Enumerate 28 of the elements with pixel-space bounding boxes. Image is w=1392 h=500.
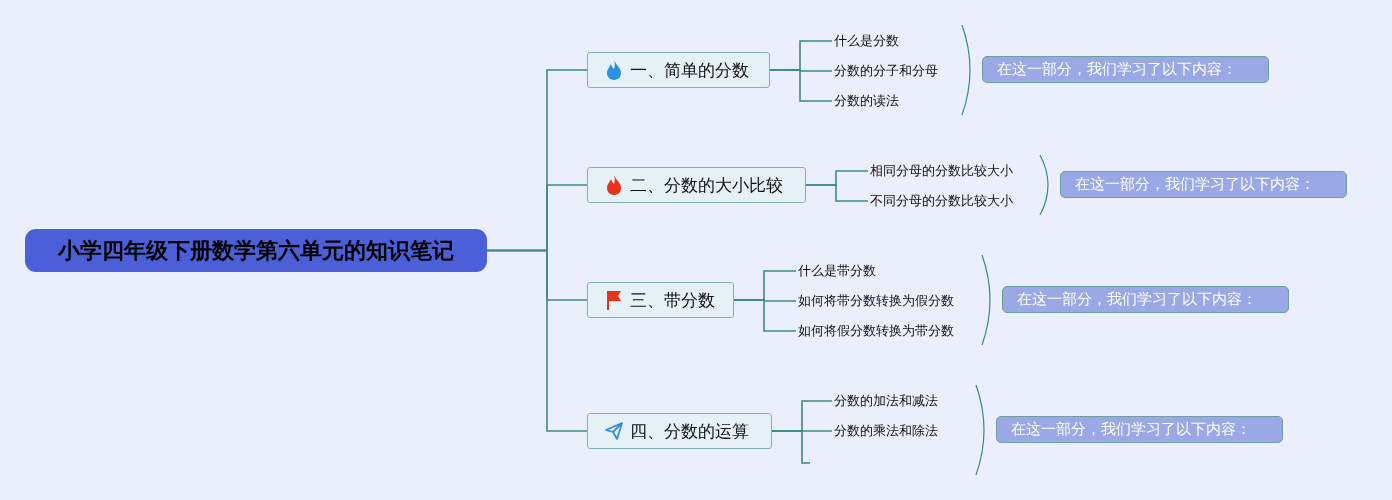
connector (771, 430, 811, 464)
subtopic-text: 什么是带分数 (796, 262, 878, 280)
topic-label: 三、带分数 (630, 288, 715, 312)
subtopic-text: 分数的加法和减法 (832, 392, 940, 410)
summary-box: 在这一部分，我们学习了以下内容： (996, 416, 1283, 443)
branch-topic-box (587, 167, 806, 203)
summary-box: 在这一部分，我们学习了以下内容： (1002, 286, 1289, 313)
topic-label: 一、简单的分数 (630, 58, 749, 82)
connector (733, 299, 797, 332)
branch-topic-box (587, 52, 770, 88)
subtopic-text: 分数的分子和分母 (832, 62, 940, 80)
connector (486, 249, 588, 432)
subtopic-text: 分数的读法 (832, 92, 901, 110)
root-topic-box: 小学四年级下册数学第六单元的知识笔记 (25, 229, 487, 272)
subtopic-text: 如何将带分数转换为假分数 (796, 292, 956, 310)
summary-box: 在这一部分，我们学习了以下内容： (982, 56, 1269, 83)
subtopic-text: 分数的乘法和除法 (832, 423, 940, 439)
branch-topic-box (587, 413, 772, 449)
topic-label: 二、分数的大小比较 (630, 173, 783, 197)
branch-topic-box (587, 282, 734, 318)
subtopic-text: 不同分母的分数比较大小 (868, 192, 1015, 210)
connector (769, 69, 833, 102)
subtopic-text: 如何将假分数转换为带分数 (796, 322, 956, 340)
summary-box: 在这一部分，我们学习了以下内容： (1060, 171, 1347, 198)
connector (805, 184, 869, 202)
subtopic-text: 相同分母的分数比较大小 (868, 162, 1015, 180)
topic-label: 四、分数的运算 (630, 419, 749, 443)
subtopic-text: 什么是分数 (832, 32, 901, 50)
